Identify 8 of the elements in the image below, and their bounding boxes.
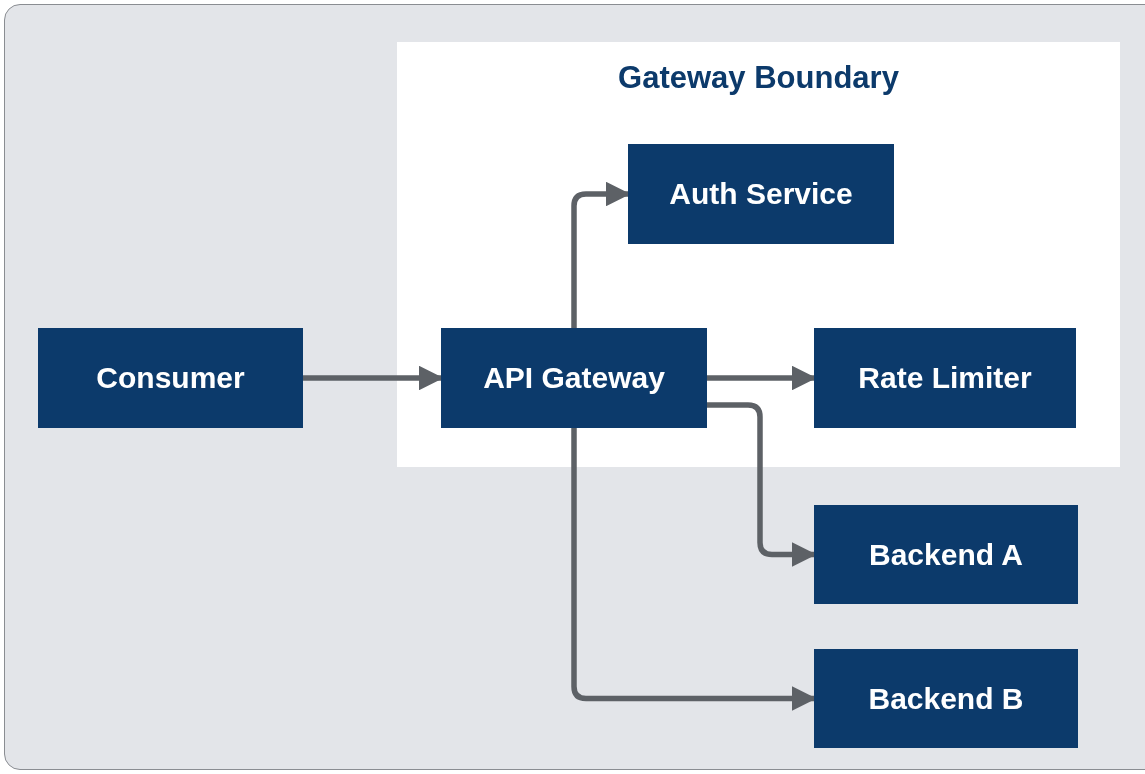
service-box: Backend B	[814, 649, 1078, 748]
service-box: API Gateway	[441, 328, 707, 428]
service-box: Auth Service	[628, 144, 894, 244]
boundary-panel	[397, 42, 1120, 467]
service-box: Rate Limiter	[814, 328, 1076, 428]
service-box: Backend A	[814, 505, 1078, 604]
service-box: Consumer	[38, 328, 303, 428]
boundary-title: Gateway Boundary	[617, 60, 900, 96]
